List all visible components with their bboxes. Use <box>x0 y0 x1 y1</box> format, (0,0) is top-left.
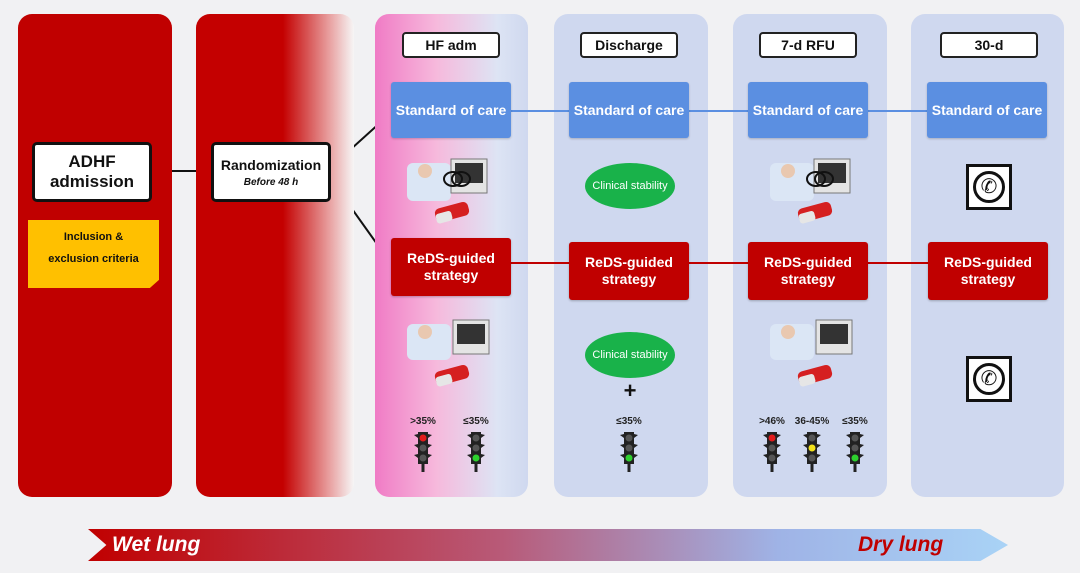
criteria-line2: exclusion criteria <box>48 253 139 265</box>
pct-hf-low: ≤35% <box>463 416 489 427</box>
reds-device-illustration-lower <box>407 319 490 387</box>
adhf-admission-box: ADHF admission <box>32 142 152 202</box>
clinical-stability-oval-bottom: Clinical stability <box>585 332 675 378</box>
tag-hf-adm: HF adm <box>402 32 500 58</box>
traffic-light-rfu-yellow <box>803 432 821 472</box>
traffic-light-discharge-green <box>620 432 638 472</box>
reds-device-illustration-7d <box>770 158 851 224</box>
soc-box-discharge: Standard of care <box>569 82 689 138</box>
reds-box-7d-rfu: ReDS-guided strategy <box>748 242 868 300</box>
pct-rfu-low: ≤35% <box>842 416 868 427</box>
admission-line1: ADHF <box>68 152 116 171</box>
reds-device-illustration-lower-7d <box>770 319 853 387</box>
pct-rfu-mid: 36-45% <box>794 416 830 427</box>
pct-rfu-high: >46% <box>759 416 785 427</box>
wet-lung-label: Wet lung <box>112 533 201 556</box>
pct-discharge: ≤35% <box>616 416 642 427</box>
randomization-box: Randomization Before 48 h <box>211 142 331 202</box>
phone-icon: ✆ <box>966 164 1012 210</box>
phone-glyph: ✆ <box>973 171 1005 203</box>
reds-box-30d: ReDS-guided strategy <box>928 242 1048 300</box>
soc-box-30d: Standard of care <box>927 82 1047 138</box>
traffic-light-rfu-green <box>846 432 864 472</box>
randomization-title: Randomization <box>220 156 322 173</box>
inclusion-criteria-note: Inclusion & exclusion criteria <box>28 220 159 288</box>
randomization-panel <box>196 14 354 497</box>
tag-7d-rfu: 7-d RFU <box>759 32 857 58</box>
reds-device-illustration <box>407 158 488 224</box>
patient-shape <box>407 163 451 201</box>
reds-connector <box>510 262 930 264</box>
pct-hf-high: >35% <box>410 416 436 427</box>
admission-line2: admission <box>49 172 135 191</box>
dry-lung-label: Dry lung <box>858 533 944 556</box>
reds-box-hf-adm: ReDS-guided strategy <box>391 238 511 296</box>
plus-sign: + <box>623 378 637 403</box>
traffic-light-hf-green <box>467 432 485 472</box>
reds-box-discharge: ReDS-guided strategy <box>569 242 689 300</box>
criteria-line1: Inclusion & <box>63 231 124 243</box>
traffic-light-rfu-red <box>763 432 781 472</box>
traffic-light-hf-red <box>414 432 432 472</box>
tag-30d: 30-d <box>940 32 1038 58</box>
soc-box-7d-rfu: Standard of care <box>748 82 868 138</box>
clinical-stability-oval-top: Clinical stability <box>585 163 675 209</box>
randomization-subtitle: Before 48 h <box>243 176 299 188</box>
tag-discharge: Discharge <box>580 32 678 58</box>
phone-glyph-lower: ✆ <box>973 363 1005 395</box>
wet-to-dry-arrow <box>88 529 1008 561</box>
soc-box-hf-adm: Standard of care <box>391 82 511 138</box>
soc-connector <box>510 110 928 112</box>
phone-icon-lower: ✆ <box>966 356 1012 402</box>
